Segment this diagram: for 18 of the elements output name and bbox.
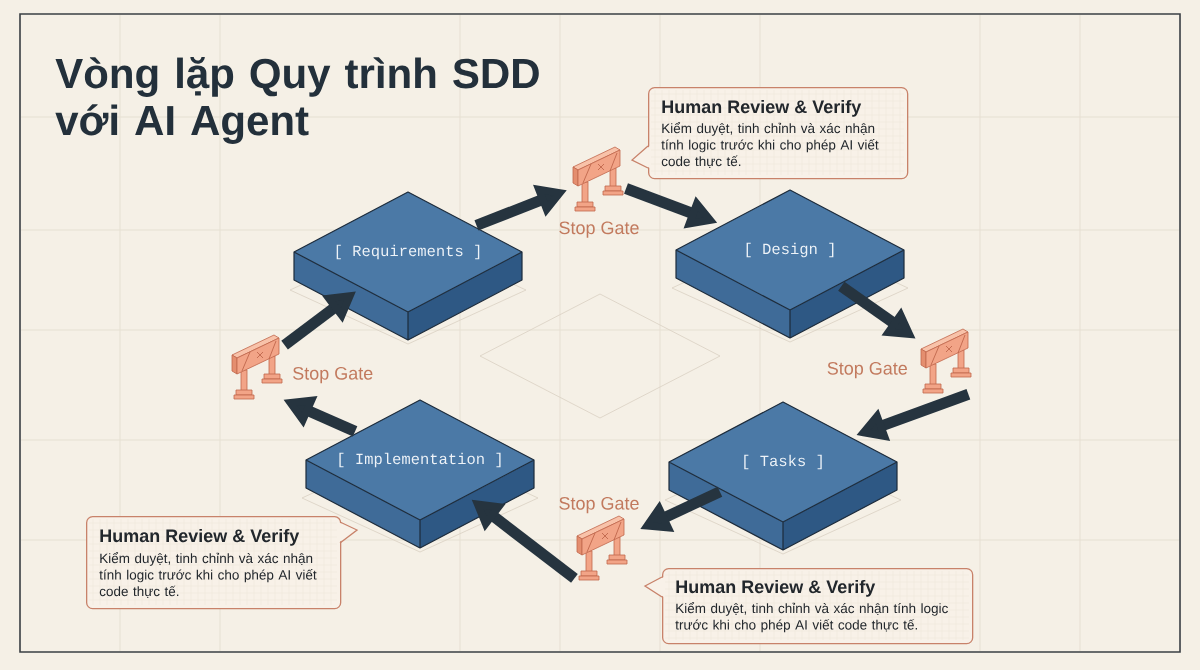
callout-text: Kiểm duyệt, tinh chỉnh và xác nhận tính logic trước khi cho phép AI viết code thực tế. <box>661 122 879 169</box>
speech-bubble <box>643 568 974 645</box>
callout-text: Kiểm duyệt, tinh chỉnh và xác nhận tính logic trước khi cho phép AI viết code thực tế. <box>675 602 948 633</box>
title: Vòng lặp Quy trình SDD với AI Agent <box>55 57 539 144</box>
gate-label: Stop Gate <box>293 366 373 384</box>
callout-heading: Human Review & Verify <box>676 579 876 597</box>
block: [ Implementation ] <box>305 399 535 549</box>
speech-bubble <box>86 516 359 610</box>
gate-label: Stop Gate <box>559 496 639 514</box>
gate-label: Stop Gate <box>827 361 907 379</box>
callout-heading: Human Review & Verify <box>662 99 862 117</box>
callout-heading: Human Review & Verify <box>100 528 300 546</box>
block: [ Design ] <box>675 189 905 339</box>
gate-label: Stop Gate <box>559 221 639 238</box>
speech-bubble <box>630 87 909 180</box>
block: [ Requirements ] <box>293 191 523 341</box>
callout-text: Kiểm duyệt, tinh chỉnh và xác nhận tính logic trước khi cho phép AI viết code thực tế. <box>99 552 317 599</box>
block: [ Tasks ] <box>668 401 898 551</box>
